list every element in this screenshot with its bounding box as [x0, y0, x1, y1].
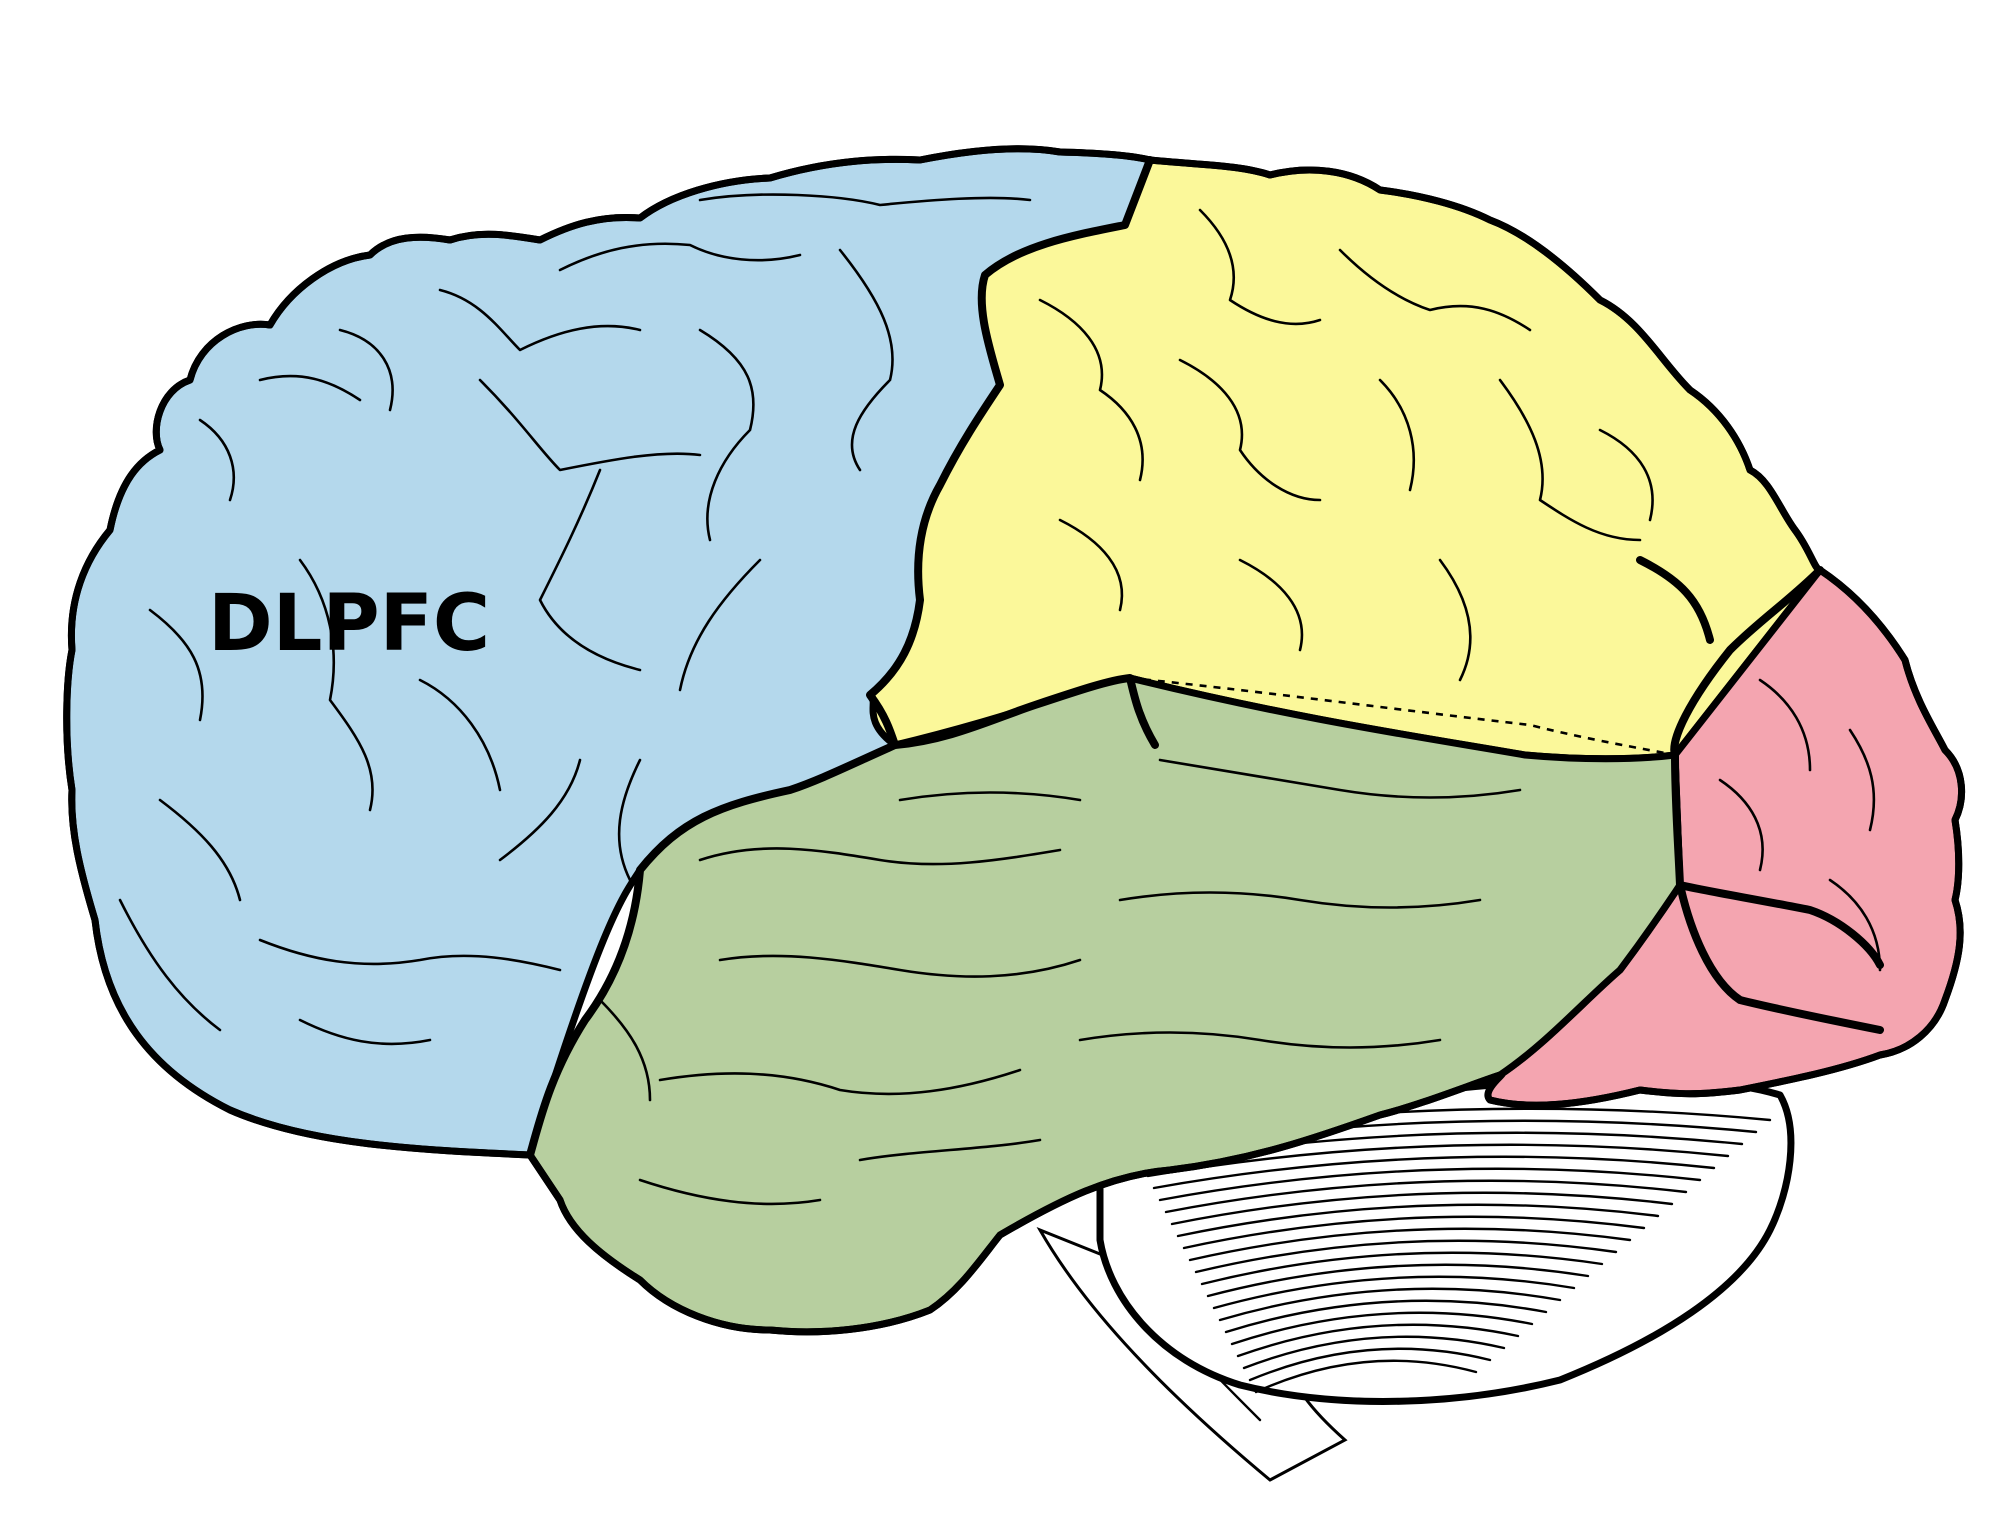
parieto-occipital-boundary [1670, 566, 1884, 969]
gyrus-line [658, 1068, 1022, 1096]
calcarine-line [1676, 881, 1884, 1034]
gyrus-line [718, 954, 1082, 978]
lateral-fissure [526, 674, 1159, 1159]
gyrus-line [1718, 778, 1764, 872]
gyrus-line [1198, 208, 1322, 326]
cerebellum-folium [1254, 1359, 1478, 1394]
brain-outline [63, 145, 1966, 1159]
cerebellum-folium [1164, 1179, 1688, 1214]
gyrus-line [158, 798, 242, 902]
gyrus-line [1158, 758, 1522, 799]
gyrus-line [1178, 358, 1322, 502]
cerebellum-folium [1224, 1299, 1548, 1334]
gyrus-line [498, 758, 582, 862]
gyrus-line [1338, 248, 1532, 332]
gyrus-line [1078, 1031, 1442, 1049]
gyrus-line [1598, 428, 1654, 522]
gyrus-line [598, 998, 652, 1102]
gyrus-line [898, 791, 1082, 802]
gyrus-line [1378, 378, 1416, 492]
gyrus-line [338, 328, 394, 412]
gyrus-line [1038, 298, 1144, 482]
cerebellum-folium [1158, 1167, 1702, 1202]
cerebellum-folium [1170, 1191, 1674, 1226]
cerebellum-folium [1188, 1227, 1632, 1262]
cerebellum-folium [1200, 1251, 1604, 1286]
gyrus-line [678, 558, 762, 692]
cerebellum-folium [1218, 1287, 1562, 1322]
temporal-gyri [598, 758, 1522, 1206]
gyrus-line [438, 288, 642, 352]
gyrus-line [698, 328, 755, 542]
gyrus-line [1238, 558, 1304, 652]
gyrus-line [1438, 558, 1472, 682]
gyrus-line [148, 608, 204, 722]
gyrus-line [1498, 378, 1642, 542]
gyrus-line [1058, 518, 1124, 612]
gyrus-line [617, 758, 642, 882]
cerebellum-folium [1236, 1323, 1520, 1358]
temporal-outline [527, 1071, 1502, 1336]
gyrus-line [558, 242, 802, 272]
gyrus-line [1758, 678, 1812, 772]
gyrus-line [698, 847, 1062, 866]
cerebellum-folium [1182, 1215, 1646, 1250]
cerebellum-folium [1152, 1155, 1716, 1190]
cerebellum-folium [1194, 1239, 1618, 1274]
gyrus-line [258, 374, 362, 402]
cerebellum-folia [1128, 1107, 1772, 1394]
gyrus-line [638, 1178, 822, 1206]
gyrus-line [478, 378, 702, 472]
parietal-gyri [1038, 208, 1654, 682]
gyrus-line [838, 248, 894, 472]
gyrus-line [698, 193, 1032, 207]
cerebellum-folium [1242, 1335, 1506, 1370]
gyrus-line [118, 898, 222, 1032]
gyrus-line [298, 558, 374, 812]
cerebellum-folium [1212, 1275, 1576, 1310]
cerebellum-folium [1248, 1347, 1492, 1382]
gyrus-line [1118, 891, 1482, 909]
frontal-gyri [118, 193, 1032, 1046]
cerebellum-folium [1206, 1263, 1590, 1298]
cerebellum-folium [1230, 1311, 1534, 1346]
gyrus-line [198, 418, 235, 502]
gyrus-line [1848, 728, 1876, 832]
gyrus-line [258, 938, 562, 972]
cerebellum-folium [1176, 1203, 1660, 1238]
occipital-sulcus [1636, 556, 1714, 644]
gyrus-line [418, 678, 502, 792]
gyrus-line [298, 1018, 432, 1046]
gyrus-line [858, 1138, 1042, 1162]
central-sulcus [866, 156, 1154, 749]
dlpfc-label: DLPFC [208, 579, 490, 669]
gyrus-line [538, 468, 642, 672]
